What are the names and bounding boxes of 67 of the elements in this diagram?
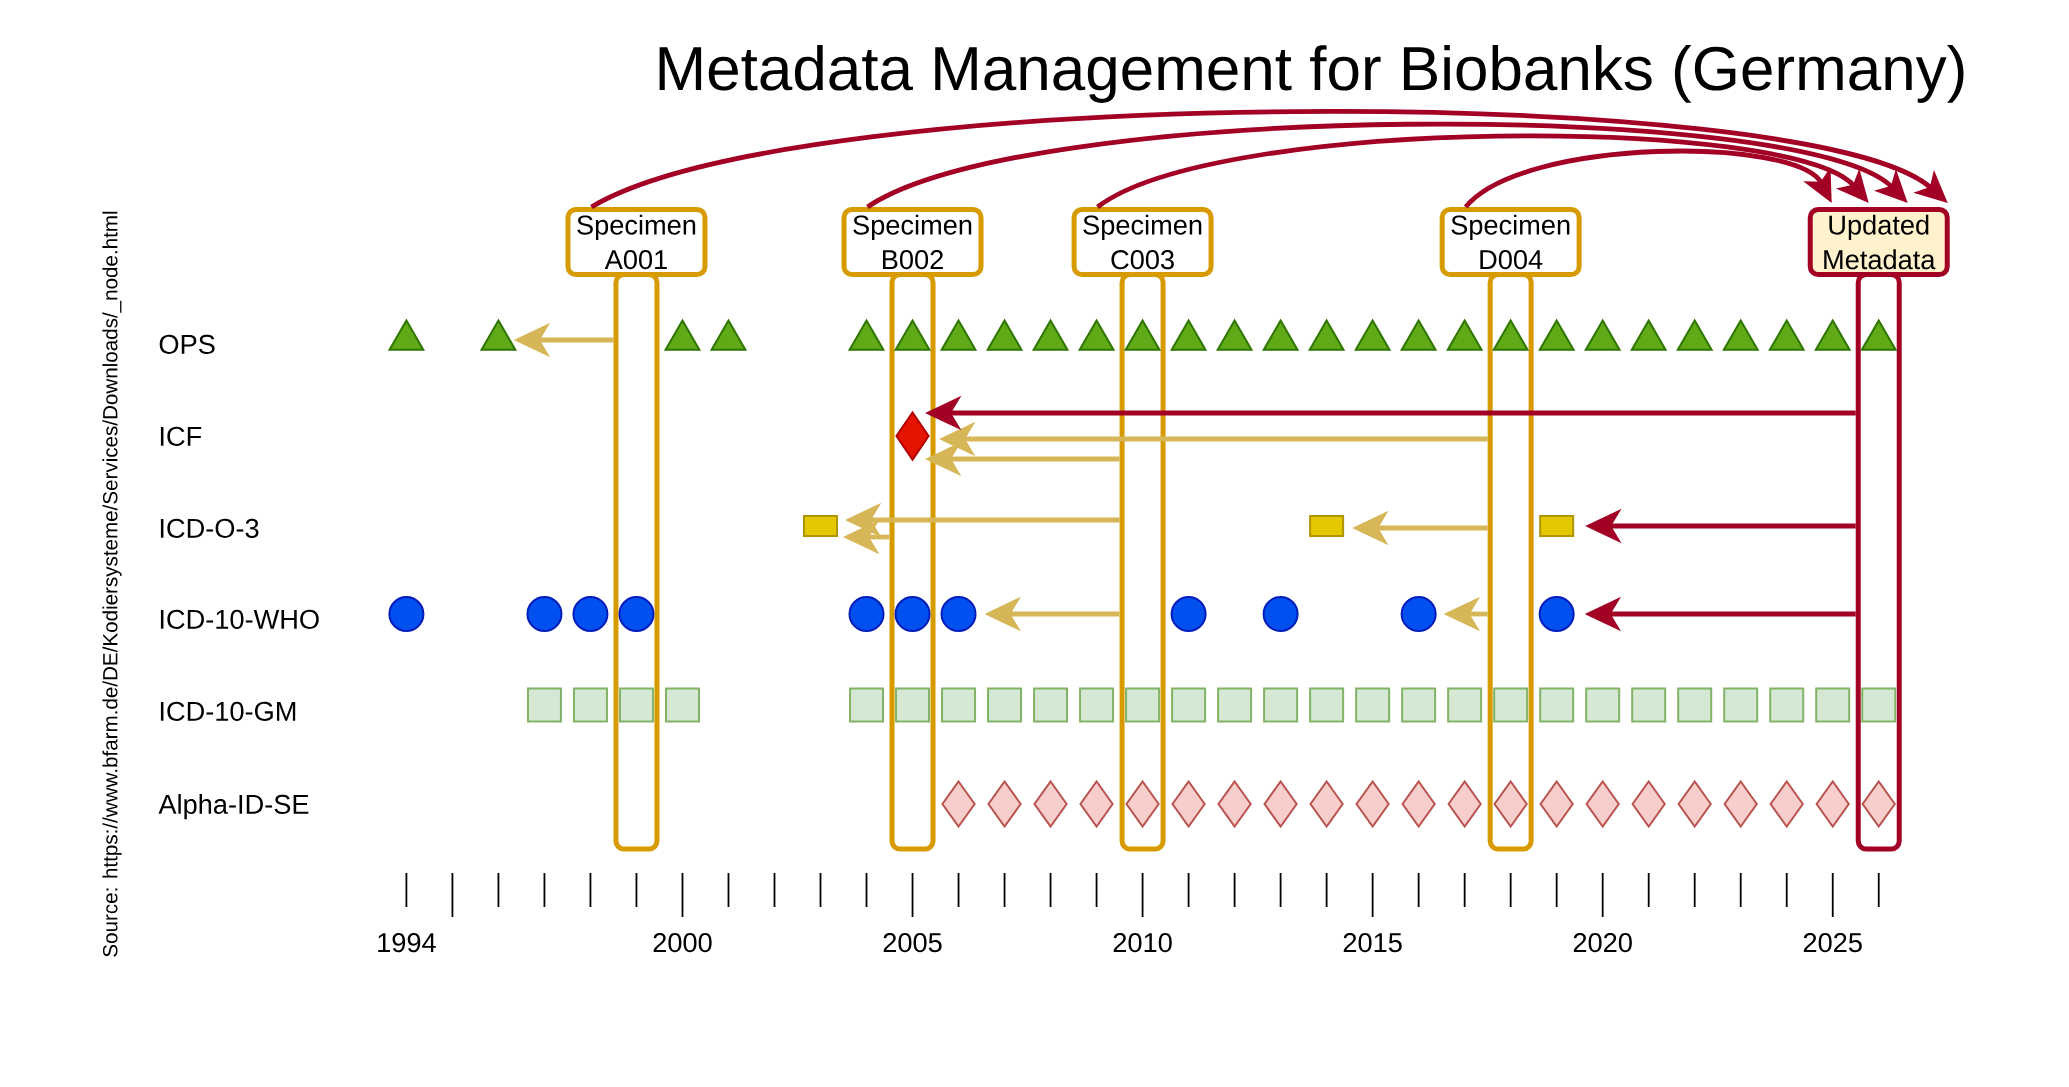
- circle-marker: [572, 596, 609, 632]
- column-band: [889, 272, 936, 852]
- column-band: [1119, 272, 1166, 852]
- rectangle-marker: [803, 515, 838, 537]
- row-label: ICD-10-WHO: [160, 609, 319, 629]
- label-box: Specimen B002: [841, 207, 984, 277]
- square-marker: [1355, 687, 1391, 723]
- curved-arrow: [1464, 148, 1832, 209]
- square-marker: [1677, 687, 1713, 723]
- tick-label: 2010: [1113, 933, 1172, 953]
- column-band: [613, 272, 660, 852]
- square-marker: [1815, 687, 1851, 723]
- circle-marker: [526, 596, 563, 632]
- square-marker: [1309, 687, 1345, 723]
- label-box: Specimen C003: [1071, 207, 1214, 277]
- label-box: Specimen A001: [565, 207, 708, 277]
- square-marker: [1401, 687, 1437, 723]
- square-marker: [1769, 687, 1805, 723]
- square-marker: [1723, 687, 1759, 723]
- square-marker: [572, 687, 608, 723]
- tick-label: 2020: [1573, 933, 1632, 953]
- square-marker: [1447, 687, 1483, 723]
- square-marker: [618, 687, 654, 723]
- tick-label: 2025: [1803, 933, 1862, 953]
- row-label: Alpha-ID-SE: [158, 794, 309, 820]
- square-marker: [1079, 687, 1115, 723]
- circle-marker: [848, 596, 885, 632]
- circle-marker: [618, 596, 655, 632]
- square-marker: [1171, 687, 1207, 723]
- square-marker: [895, 687, 931, 723]
- square-marker: [1033, 687, 1069, 723]
- square-marker: [1217, 687, 1253, 723]
- column-band: [1855, 272, 1902, 852]
- circle-marker: [1262, 596, 1299, 632]
- tick-label: 2015: [1343, 933, 1402, 953]
- square-marker: [1585, 687, 1621, 723]
- square-marker: [526, 687, 562, 723]
- column-band: [1487, 272, 1534, 852]
- row-label: ICD-10-GM: [160, 701, 296, 721]
- circle-marker: [940, 596, 977, 632]
- circle-marker: [1538, 596, 1575, 632]
- rectangle-marker: [1539, 515, 1575, 537]
- row-label: ICD-O-3: [160, 518, 259, 538]
- square-marker: [1493, 687, 1529, 723]
- square-marker: [1539, 687, 1575, 723]
- tick-label: 2005: [883, 933, 942, 953]
- row-label: ICF: [160, 426, 202, 446]
- label-box: Specimen D004: [1439, 207, 1582, 277]
- square-marker: [1631, 687, 1667, 723]
- square-marker: [1263, 687, 1299, 723]
- circle-marker: [1170, 596, 1207, 632]
- title: Metadata Management for Biobanks (Germany): [659, 45, 1964, 103]
- circle-marker: [1400, 596, 1437, 632]
- square-marker: [665, 687, 700, 723]
- source-note: Source: https://www.bfarm.de/DE/Kodiersysteme/Services/Downloads/_node.html: [102, 211, 122, 957]
- square-marker: [941, 687, 977, 723]
- square-marker: [849, 687, 884, 723]
- circle-marker: [388, 596, 425, 632]
- tick-label: 1994: [378, 933, 436, 953]
- square-marker: [987, 687, 1023, 723]
- rectangle-marker: [1309, 515, 1345, 537]
- label-box: Updated Metadata: [1807, 207, 1950, 277]
- circle-marker: [894, 596, 931, 632]
- square-marker: [1861, 687, 1897, 723]
- row-label: OPS: [159, 334, 215, 354]
- square-marker: [1125, 687, 1161, 723]
- tick-label: 2000: [653, 933, 712, 953]
